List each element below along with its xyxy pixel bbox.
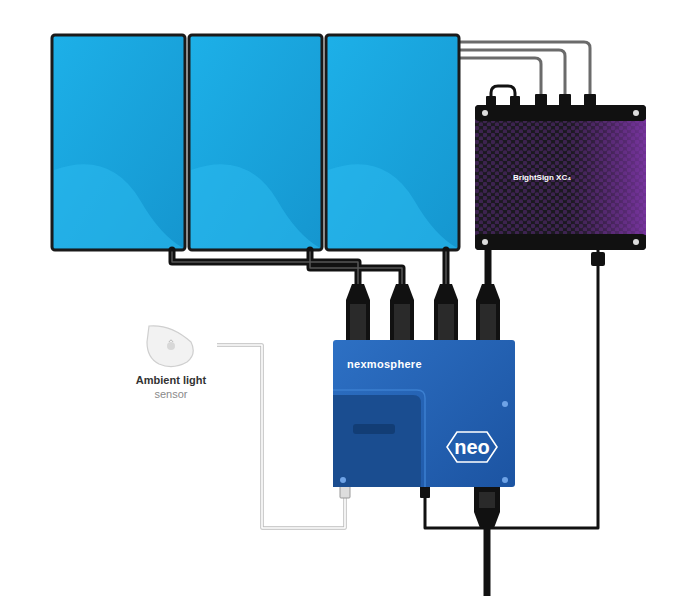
cable-stroke bbox=[217, 345, 345, 528]
neo-plugs bbox=[346, 284, 500, 344]
neo-power-plug bbox=[474, 484, 500, 596]
cable-stroke bbox=[217, 345, 345, 528]
sensor-subtitle: sensor bbox=[125, 388, 217, 400]
product-logo: neo bbox=[443, 432, 501, 462]
cable-connector bbox=[217, 345, 345, 528]
brand-logo: nexmosphere bbox=[347, 358, 422, 370]
light-sensor-icon bbox=[125, 320, 217, 370]
sensor-usb-plug bbox=[340, 486, 350, 498]
hdmi-cables bbox=[459, 42, 590, 97]
controller-box: nexmosphere neo bbox=[333, 340, 515, 487]
sensor-node: Ambient light sensor bbox=[125, 320, 217, 404]
sensor-name: Ambient light bbox=[125, 374, 217, 386]
device-label: BrightSign XC₄ bbox=[513, 173, 571, 182]
power-usb-plug bbox=[420, 486, 430, 498]
player-power-plug bbox=[591, 252, 605, 266]
display-screens bbox=[52, 35, 459, 250]
media-player-box: BrightSign XC₄ bbox=[475, 105, 646, 250]
